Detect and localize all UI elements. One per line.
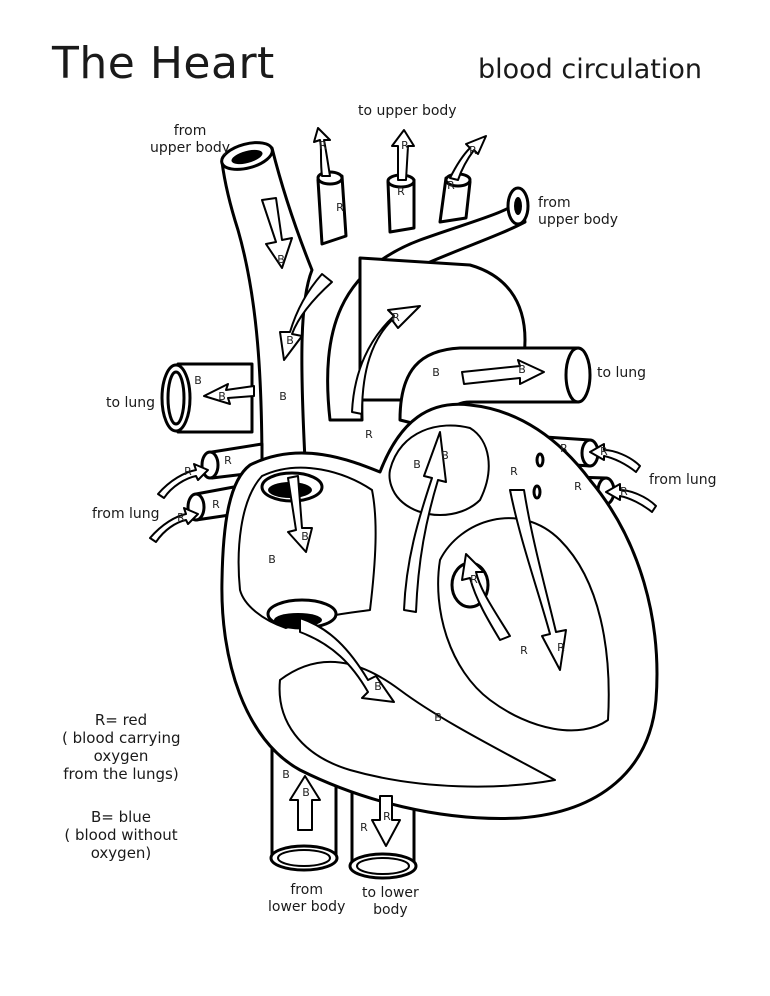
legend-red: R= red ( blood carrying oxygen from the … <box>62 711 181 783</box>
arrow-la-down <box>509 489 567 671</box>
marker-blue: B <box>432 366 440 379</box>
blood-markers: R R R R R R B B B R R B B B B R R R R R … <box>177 139 628 834</box>
marker-red: R <box>397 185 405 198</box>
arrow-lv-up <box>461 553 511 641</box>
arrow-lung-in-r2 <box>605 483 657 513</box>
page-subtitle: blood circulation <box>478 54 702 85</box>
marker-blue: B <box>374 680 382 693</box>
label-from-lung-right: from lung <box>649 472 717 488</box>
arrow-upper-1 <box>313 127 331 177</box>
arrow-pulm-right <box>461 359 545 385</box>
page-title: The Heart <box>52 38 275 89</box>
label-from-upper-body-left: from upper body <box>150 123 231 156</box>
marker-blue: B <box>301 530 309 543</box>
marker-red: R <box>365 428 373 441</box>
arrow-ra-down <box>287 475 313 553</box>
marker-blue: B <box>268 553 276 566</box>
arrow-rv-up <box>403 431 447 613</box>
marker-blue: B <box>277 253 285 266</box>
arrow-ra-rv <box>299 617 395 703</box>
label-from-lung-left: from lung <box>92 506 160 522</box>
marker-red: R <box>470 573 478 586</box>
marker-red: R <box>469 144 477 157</box>
label-to-lung-right: to lung <box>597 365 647 381</box>
arrow-lung-in-l2 <box>149 507 199 543</box>
marker-red: R <box>224 454 232 467</box>
arrow-aorta-down <box>371 795 401 847</box>
marker-blue: B <box>302 786 310 799</box>
legend-blue: B= blue ( blood without oxygen) <box>62 808 180 862</box>
flow-arrows <box>149 127 657 847</box>
label-from-upper-body-right: from upper body <box>538 195 619 228</box>
marker-red: R <box>447 179 455 192</box>
legend-red-key: R= red <box>94 711 148 729</box>
label-from-lower-body: from lower body <box>268 882 346 915</box>
marker-red: R <box>600 445 608 458</box>
marker-red: R <box>560 442 568 455</box>
marker-red: R <box>620 485 628 498</box>
marker-blue: B <box>441 449 449 462</box>
marker-blue: B <box>434 711 442 724</box>
marker-red: R <box>212 498 220 511</box>
marker-blue: B <box>194 374 202 387</box>
arrow-svc-curve <box>279 273 333 361</box>
arrow-upper-2 <box>391 129 415 181</box>
arrow-upper-3 <box>449 135 487 181</box>
arrow-ivc-up <box>289 775 321 831</box>
marker-red: R <box>520 644 528 657</box>
marker-blue: B <box>518 363 526 376</box>
aorta <box>316 170 530 422</box>
marker-red: R <box>319 139 327 152</box>
legend-blue-key: B= blue <box>90 808 152 826</box>
marker-red: R <box>392 311 400 324</box>
arrow-lung-in-r1 <box>589 443 641 473</box>
label-to-lung-left: to lung <box>106 395 156 411</box>
label-to-lower-body: to lower body <box>362 885 419 918</box>
marker-red: R <box>574 480 582 493</box>
arrow-pulm-left <box>203 383 255 405</box>
marker-red: R <box>401 139 409 152</box>
marker-red: R <box>184 465 192 478</box>
marker-red: R <box>510 465 518 478</box>
arrow-svc-down <box>261 197 293 269</box>
marker-red: R <box>360 821 368 834</box>
marker-red: R <box>557 641 565 654</box>
marker-blue: B <box>282 768 290 781</box>
marker-red: R <box>177 511 185 524</box>
marker-blue: B <box>218 390 226 403</box>
marker-blue: B <box>279 390 287 403</box>
arrow-aorta-up <box>351 305 421 415</box>
marker-red: R <box>383 810 391 823</box>
marker-blue: B <box>413 458 421 471</box>
label-to-upper-body: to upper body <box>358 103 457 119</box>
arrow-lung-in-l1 <box>157 463 209 499</box>
marker-blue: B <box>286 334 294 347</box>
marker-red: R <box>336 201 344 214</box>
heart-body <box>220 402 659 820</box>
